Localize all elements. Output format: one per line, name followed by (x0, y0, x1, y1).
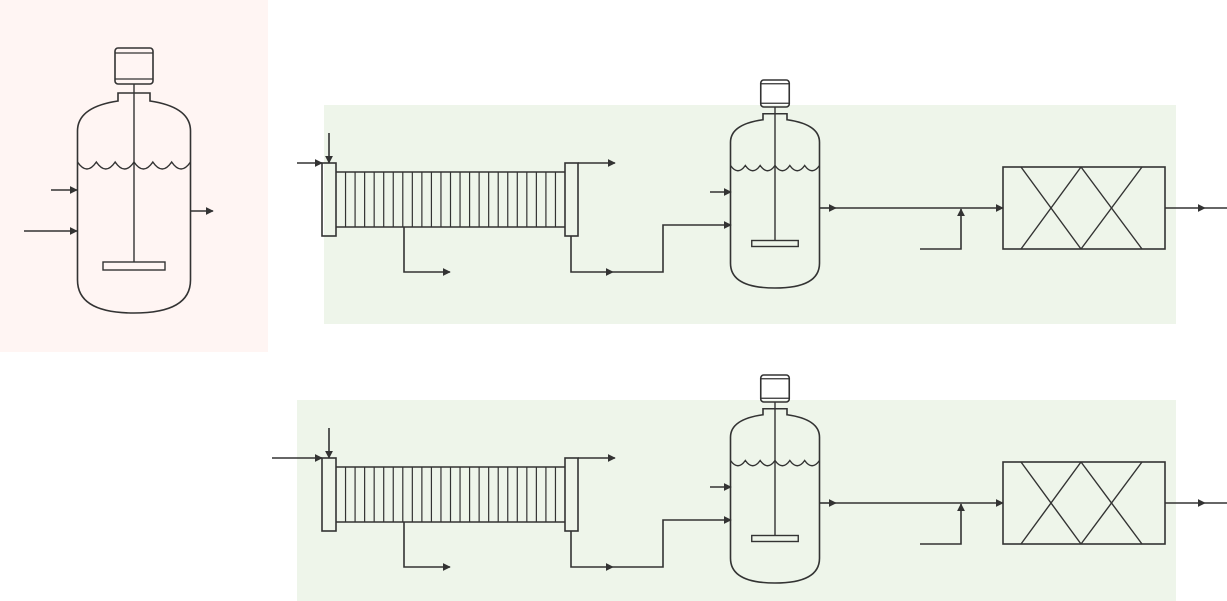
side-feed-arrow (920, 503, 965, 545)
hx-shell-outlet-arrow (403, 522, 451, 571)
packing-diagonal (1080, 461, 1143, 545)
hx-shell-outlet-arrow (403, 227, 451, 276)
continuous-panel (297, 400, 1176, 601)
heat-exchanger (321, 162, 579, 237)
hx-product-arrow (570, 236, 614, 276)
impeller (751, 534, 799, 543)
reactor-feed-line (613, 221, 732, 273)
stirred-reactor (76, 47, 192, 314)
continuous-train-1 (297, 79, 1227, 324)
vessel-body (729, 407, 821, 584)
stirred-reactor (729, 79, 821, 289)
vessel-body (76, 92, 192, 314)
packing-diagonal (1080, 166, 1143, 250)
packing-diagonal (1020, 461, 1082, 545)
continuous-panel (324, 105, 1176, 324)
hx-product-arrow (570, 531, 614, 571)
stirred-reactor (729, 374, 821, 584)
side-feed-arrow (920, 208, 965, 250)
continuous-train-2 (272, 374, 1227, 601)
impeller (102, 261, 166, 271)
reactor-feed-line (613, 516, 732, 568)
heat-exchanger (321, 457, 579, 532)
impeller (751, 239, 799, 248)
packing-diagonal (1020, 166, 1082, 250)
vessel-body (729, 112, 821, 289)
batch-reactor-group (24, 47, 214, 314)
